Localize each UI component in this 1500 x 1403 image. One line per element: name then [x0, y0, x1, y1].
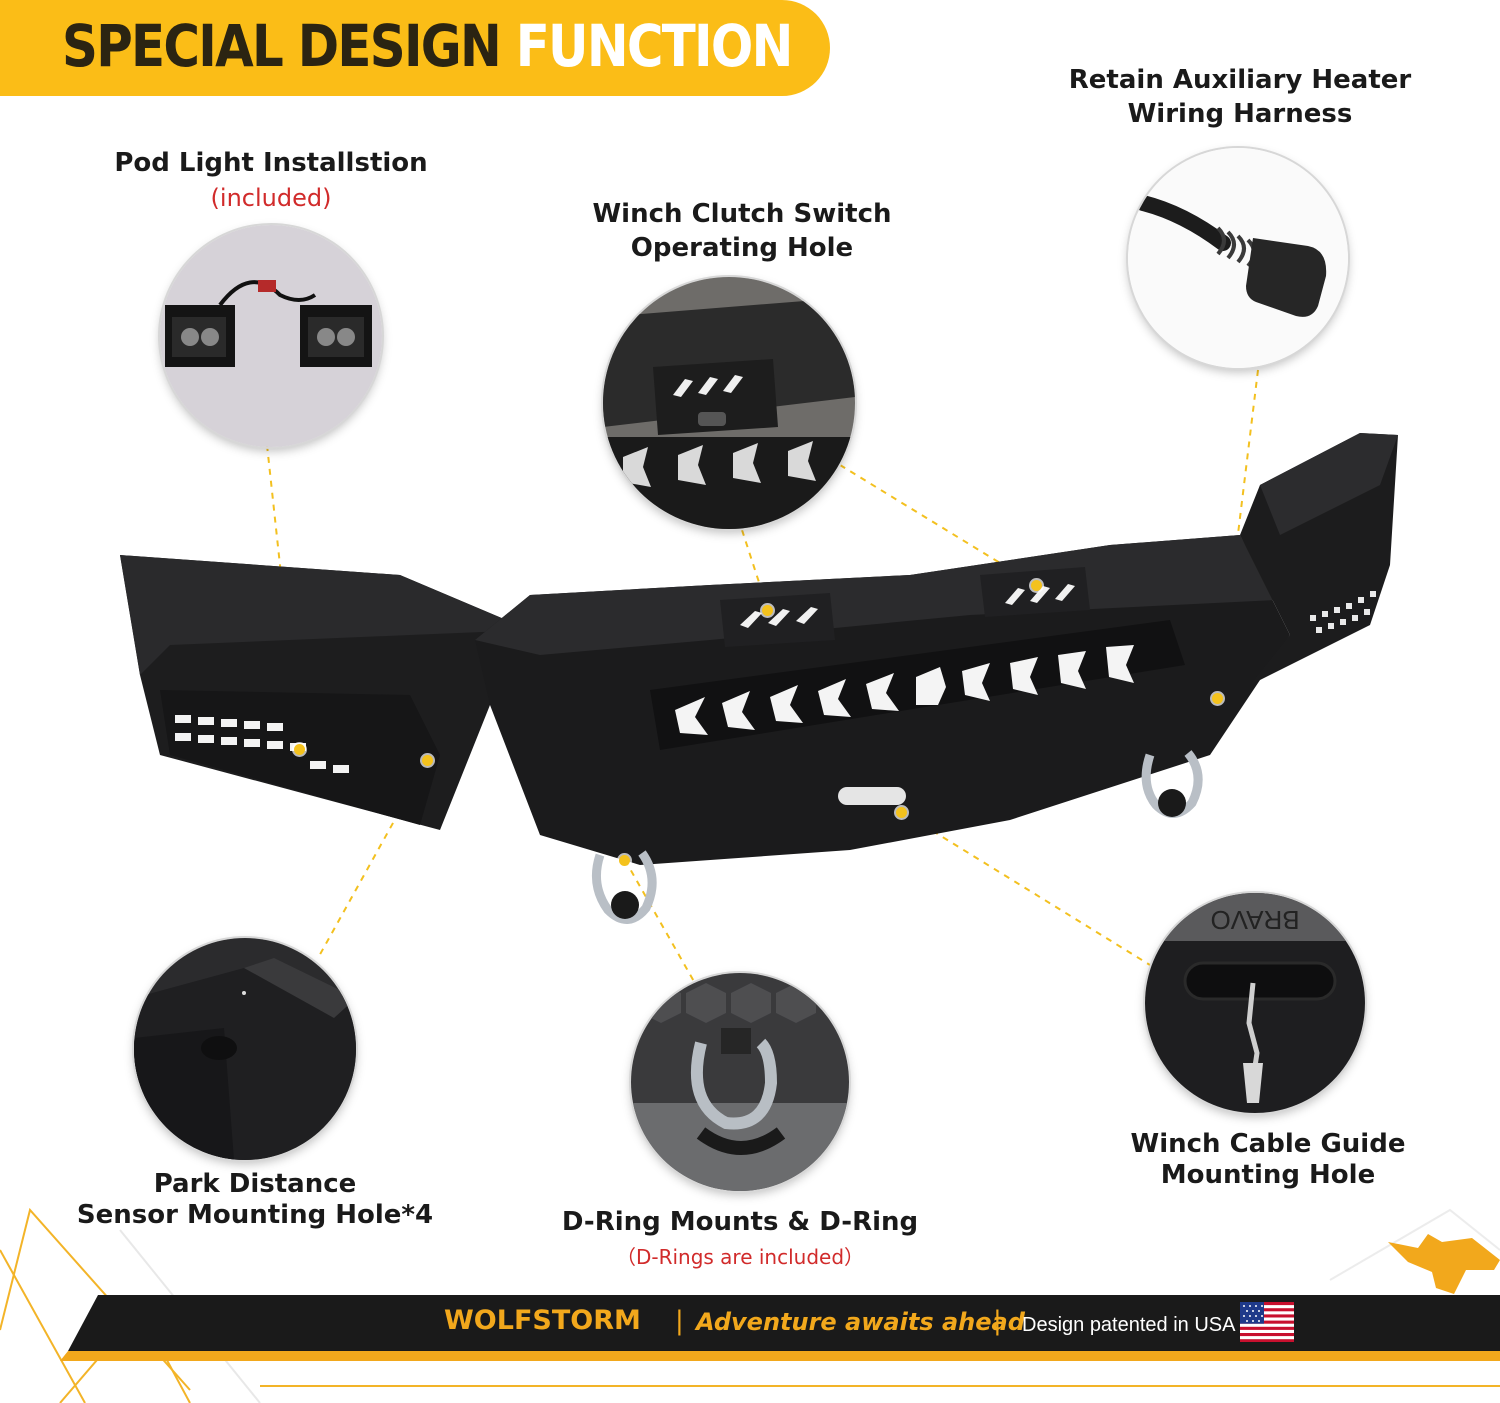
- d-ring-photo: [631, 973, 849, 1191]
- page-title: SPECIAL DESIGN FUNCTION: [62, 12, 794, 80]
- park-sensor-title-line1: Park Distance: [153, 1169, 357, 1199]
- park-sensor-label: Park Distance Sensor Mounting Hole*4: [55, 1169, 455, 1231]
- pod-light-label: Pod Light Installstion: [96, 146, 446, 180]
- park-sensor-title-line2: Sensor Mounting Hole*4: [76, 1200, 434, 1230]
- callout-dot-winch-clutch-2: [1031, 580, 1042, 591]
- d-ring-title: D-Ring Mounts & D-Ring: [561, 1207, 919, 1237]
- title-part-1: SPECIAL DESIGN: [62, 12, 502, 80]
- winch-cable-label: Winch Cable Guide Mounting Hole: [1068, 1129, 1468, 1191]
- pod-light-title: Pod Light Installstion: [114, 148, 428, 178]
- winch-clutch-title-line2: Operating Hole: [630, 233, 854, 263]
- d-ring-note: （D-Rings are included）: [615, 1245, 865, 1269]
- winch-cable-photo: BRAVO: [1145, 893, 1365, 1113]
- winch-clutch-photo: [603, 277, 855, 529]
- callout-dot-d-ring: [619, 855, 630, 866]
- title-part-2: FUNCTION: [515, 12, 794, 80]
- heater-title-line1: Retain Auxiliary Heater: [1068, 65, 1412, 95]
- wolf-logo-icon: [1388, 1234, 1500, 1294]
- callout-dot-pod-light: [294, 744, 305, 755]
- heater-photo: [1128, 148, 1348, 368]
- winch-clutch-title-line1: Winch Clutch Switch: [592, 199, 892, 229]
- pod-light-photo: [160, 225, 382, 447]
- winch-clutch-label: Winch Clutch Switch Operating Hole: [560, 197, 924, 265]
- pod-light-note: (included): [210, 184, 332, 212]
- footer-separator-2: |: [993, 1306, 1002, 1336]
- callout-dot-winch-clutch: [762, 605, 773, 616]
- park-sensor-photo: [134, 938, 356, 1160]
- footer-separator-1: |: [675, 1306, 684, 1336]
- winch-cable-title-line1: Winch Cable Guide: [1130, 1129, 1406, 1159]
- d-ring-label: D-Ring Mounts & D-Ring: [540, 1205, 940, 1239]
- winch-cable-title-line2: Mounting Hole: [1160, 1160, 1376, 1190]
- footer-bar: [60, 1295, 1500, 1361]
- callout-dot-park-sensor: [422, 755, 433, 766]
- inset-plate-text: BRAVO: [1210, 905, 1299, 935]
- callout-dot-heater: [1212, 693, 1223, 704]
- header-banner: [0, 0, 830, 96]
- footer-patent: Design patented in USA: [1022, 1314, 1236, 1336]
- heater-label: Retain Auxiliary Heater Wiring Harness: [1040, 63, 1440, 131]
- footer-brand: WOLFSTORM: [444, 1305, 641, 1336]
- callout-dot-winch-cable: [896, 807, 907, 818]
- bumper-image: [120, 433, 1398, 924]
- us-flag-icon: [1240, 1302, 1294, 1342]
- heater-title-line2: Wiring Harness: [1127, 99, 1353, 129]
- footer-tagline: Adventure awaits ahead: [696, 1308, 1025, 1336]
